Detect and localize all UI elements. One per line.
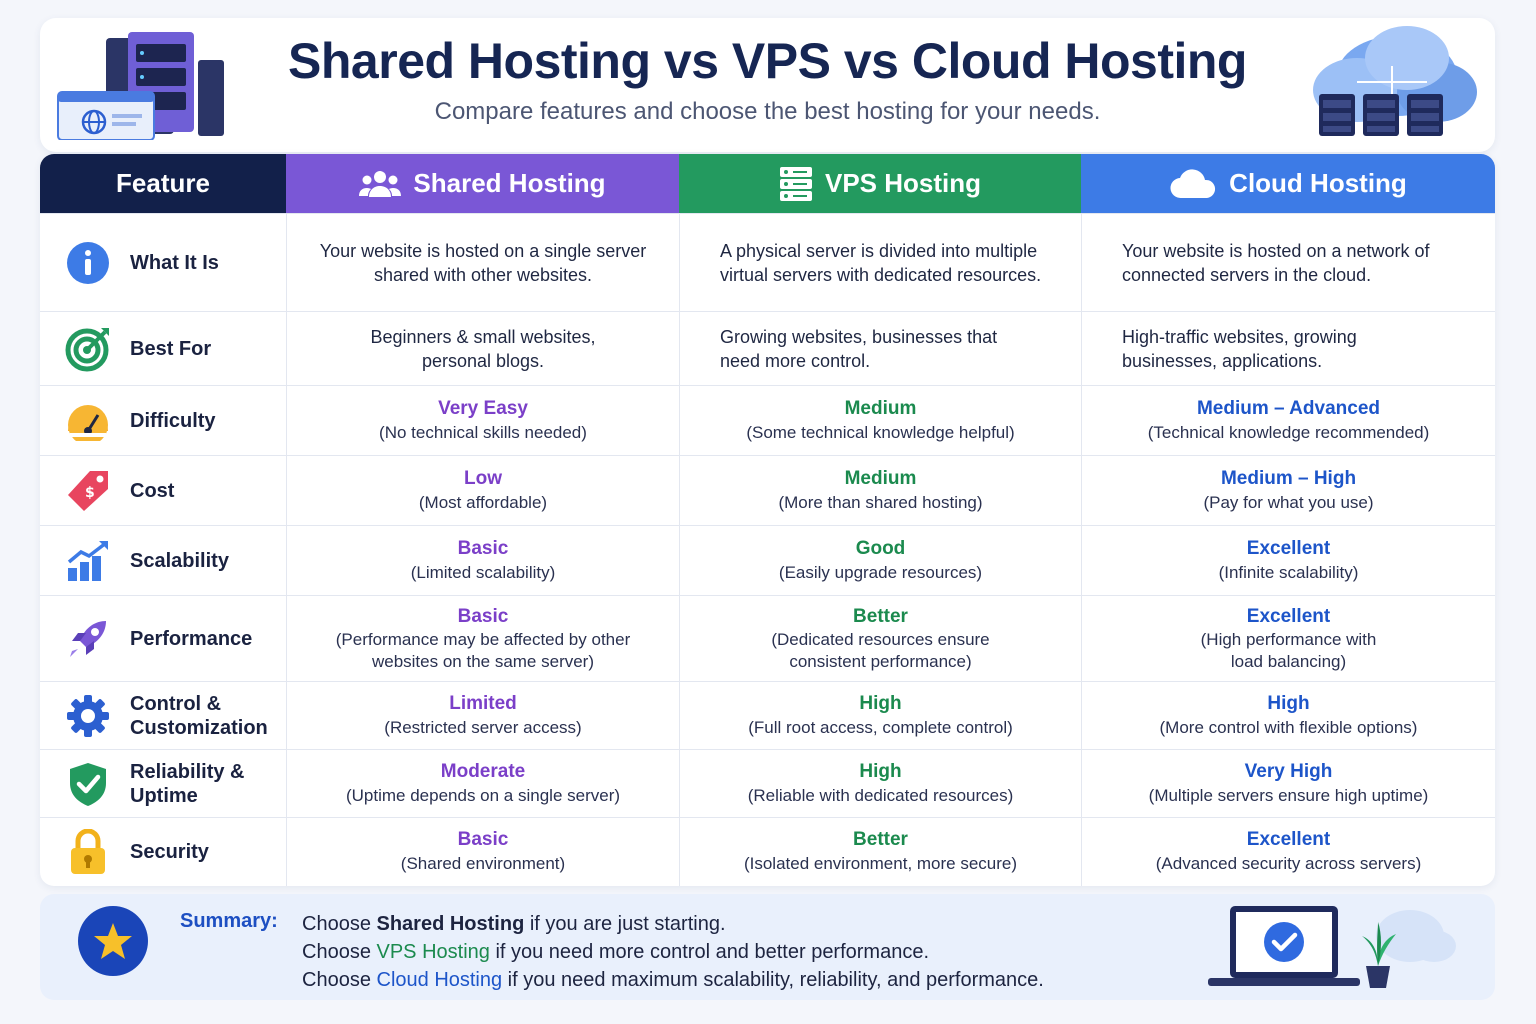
vps-cell: Better(Dedicated resources ensure consis… <box>679 596 1081 681</box>
feature-label: Best For <box>130 337 212 360</box>
shared-cell: Limited(Restricted server access) <box>286 682 679 749</box>
vps-cell: High(Reliable with dedicated resources) <box>679 750 1081 817</box>
star-icon <box>78 906 148 976</box>
table-row: Difficulty Very Easy(No technical skills… <box>40 385 1495 455</box>
gauge-icon <box>64 397 112 445</box>
table-row: Control & Customization Limited(Restrict… <box>40 681 1495 749</box>
column-header-shared: Shared Hosting <box>286 154 679 213</box>
feature-cell: Reliability & Uptime <box>40 750 286 817</box>
vps-cell: Growing websites, businesses that need m… <box>679 312 1081 385</box>
cloud-icon <box>1169 168 1217 199</box>
feature-cell: What It Is <box>40 214 286 311</box>
table-header: Feature Shared Hosting VPS Hosting Cloud… <box>40 154 1495 213</box>
cloud-cell: Medium – High(Pay for what you use) <box>1081 456 1495 525</box>
feature-cell: Best For <box>40 312 286 385</box>
cloud-cell: Excellent(High performance with load bal… <box>1081 596 1495 681</box>
cloud-cell: Very High(Multiple servers ensure high u… <box>1081 750 1495 817</box>
shared-cell: Your website is hosted on a single serve… <box>286 214 679 311</box>
cloud-cell: Your website is hosted on a network of c… <box>1081 214 1495 311</box>
info-icon <box>64 239 112 287</box>
shared-cell: Very Easy(No technical skills needed) <box>286 386 679 455</box>
gear-icon <box>64 692 112 740</box>
header-banner: Shared Hosting vs VPS vs Cloud Hosting C… <box>40 18 1495 152</box>
feature-label: Cost <box>130 479 175 502</box>
table-row: Security Basic(Shared environment) Bette… <box>40 817 1495 886</box>
rocket-icon <box>64 615 112 663</box>
shared-cell: Basic(Shared environment) <box>286 818 679 886</box>
table-row: Scalability Basic(Limited scalability) G… <box>40 525 1495 595</box>
feature-label: Performance <box>130 627 253 650</box>
feature-cell: Security <box>40 818 286 886</box>
table-row: $ Cost Low(Most affordable) Medium(More … <box>40 455 1495 525</box>
feature-label: Control & Customization <box>130 692 268 739</box>
summary-label: Summary: <box>180 910 278 932</box>
target-icon <box>64 325 112 373</box>
shared-cell: Basic(Performance may be affected by oth… <box>286 596 679 681</box>
table-row: What It Is Your website is hosted on a s… <box>40 213 1495 311</box>
shared-cell: Low(Most affordable) <box>286 456 679 525</box>
cloud-servers-illustration <box>1297 18 1487 157</box>
laptop-check-illustration <box>1200 900 1460 999</box>
lock-icon <box>64 828 112 876</box>
vps-cell: Better(Isolated environment, more secure… <box>679 818 1081 886</box>
feature-cell: $ Cost <box>40 456 286 525</box>
table-row: Reliability & Uptime Moderate(Uptime dep… <box>40 749 1495 817</box>
feature-label: Difficulty <box>130 409 216 432</box>
feature-cell: Performance <box>40 596 286 681</box>
shared-cell: Moderate(Uptime depends on a single serv… <box>286 750 679 817</box>
page-title: Shared Hosting vs VPS vs Cloud Hosting <box>288 33 1247 89</box>
vps-cell: A physical server is divided into multip… <box>679 214 1081 311</box>
summary-line-shared: Choose Shared Hosting if you are just st… <box>302 913 726 935</box>
column-header-cloud: Cloud Hosting <box>1081 154 1495 213</box>
cloud-cell: Excellent(Infinite scalability) <box>1081 526 1495 595</box>
shared-cell: Beginners & small websites, personal blo… <box>286 312 679 385</box>
cloud-cell: High(More control with flexible options) <box>1081 682 1495 749</box>
comparison-table: Feature Shared Hosting VPS Hosting Cloud… <box>40 154 1495 886</box>
feature-cell: Difficulty <box>40 386 286 455</box>
server-web-illustration <box>48 30 228 145</box>
summary-text: Choose Shared Hosting if you are just st… <box>302 910 1044 994</box>
vps-cell: Good(Easily upgrade resources) <box>679 526 1081 595</box>
cloud-cell: Excellent(Advanced security across serve… <box>1081 818 1495 886</box>
summary-line-vps: Choose VPS Hosting if you need more cont… <box>302 941 930 963</box>
price-tag-icon: $ <box>64 467 112 515</box>
svg-text:$: $ <box>85 485 95 501</box>
feature-label: Reliability & Uptime <box>130 760 245 807</box>
feature-cell: Control & Customization <box>40 682 286 749</box>
summary-line-cloud: Choose Cloud Hosting if you need maximum… <box>302 969 1044 991</box>
vps-cell: High(Full root access, complete control) <box>679 682 1081 749</box>
users-icon <box>359 169 402 199</box>
table-row: Performance Basic(Performance may be aff… <box>40 595 1495 681</box>
summary-panel: Summary: Choose Shared Hosting if you ar… <box>40 894 1495 1000</box>
cloud-cell: Medium – Advanced(Technical knowledge re… <box>1081 386 1495 455</box>
shield-check-icon <box>64 760 112 808</box>
growth-chart-icon <box>64 537 112 585</box>
feature-label: Security <box>130 841 209 863</box>
feature-cell: Scalability <box>40 526 286 595</box>
column-header-feature: Feature <box>40 154 286 213</box>
feature-label: What It Is <box>130 251 219 274</box>
shared-cell: Basic(Limited scalability) <box>286 526 679 595</box>
cloud-cell: High-traffic websites, growing businesse… <box>1081 312 1495 385</box>
feature-label: Scalability <box>130 549 229 572</box>
column-header-vps: VPS Hosting <box>679 154 1081 213</box>
table-row: Best For Beginners & small websites, per… <box>40 311 1495 385</box>
vps-cell: Medium(More than shared hosting) <box>679 456 1081 525</box>
page-subtitle: Compare features and choose the best hos… <box>434 98 1101 125</box>
server-stack-icon <box>779 166 813 202</box>
vps-cell: Medium(Some technical knowledge helpful) <box>679 386 1081 455</box>
